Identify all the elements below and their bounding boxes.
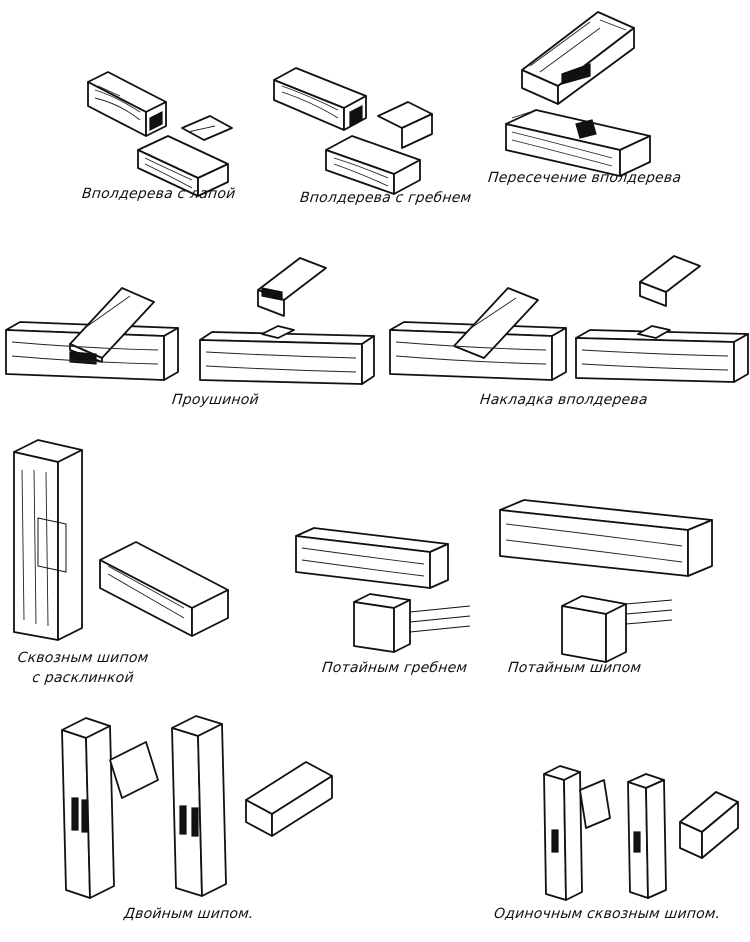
figure-single-through-tenon [543, 765, 739, 901]
figure-overlay-assembled [389, 287, 567, 381]
caption-hidden-ridge: Потайным гребнем [321, 660, 469, 676]
caption-cross-half-lap: Пересечение вполдерева [487, 170, 682, 186]
figure-overlay-parts [575, 255, 749, 383]
figure-hidden-tenon [499, 499, 713, 663]
figure-bridle-assembled [5, 287, 179, 381]
caption-half-lap-ridge: Вполдерева с гребнем [299, 190, 473, 206]
caption-half-lap-paw: Вполдерева с лапой [81, 186, 237, 202]
caption-bridle: Проушиной [171, 392, 260, 408]
caption-through-tenon-line1: Сквозным шипом [16, 650, 150, 666]
caption-hidden-tenon: Потайным шипом [507, 660, 643, 676]
caption-double-tenon: Двойным шипом. [123, 906, 255, 922]
figure-through-tenon-wedged [13, 439, 229, 641]
figure-double-tenon-open [61, 717, 159, 899]
figure-half-lap-paw [87, 71, 233, 197]
figure-half-lap-ridge [273, 67, 433, 195]
caption-through-tenon-line2: с расклинкой [31, 670, 135, 686]
figure-double-tenon-closed [171, 715, 333, 897]
caption-single-through-tenon: Одиночным сквозным шипом. [493, 906, 722, 922]
figure-cross-half-lap [505, 11, 651, 177]
figure-hidden-ridge [295, 527, 471, 653]
figure-bridle-parts [199, 257, 375, 385]
caption-overlay-half: Накладка вполдерева [479, 392, 649, 408]
